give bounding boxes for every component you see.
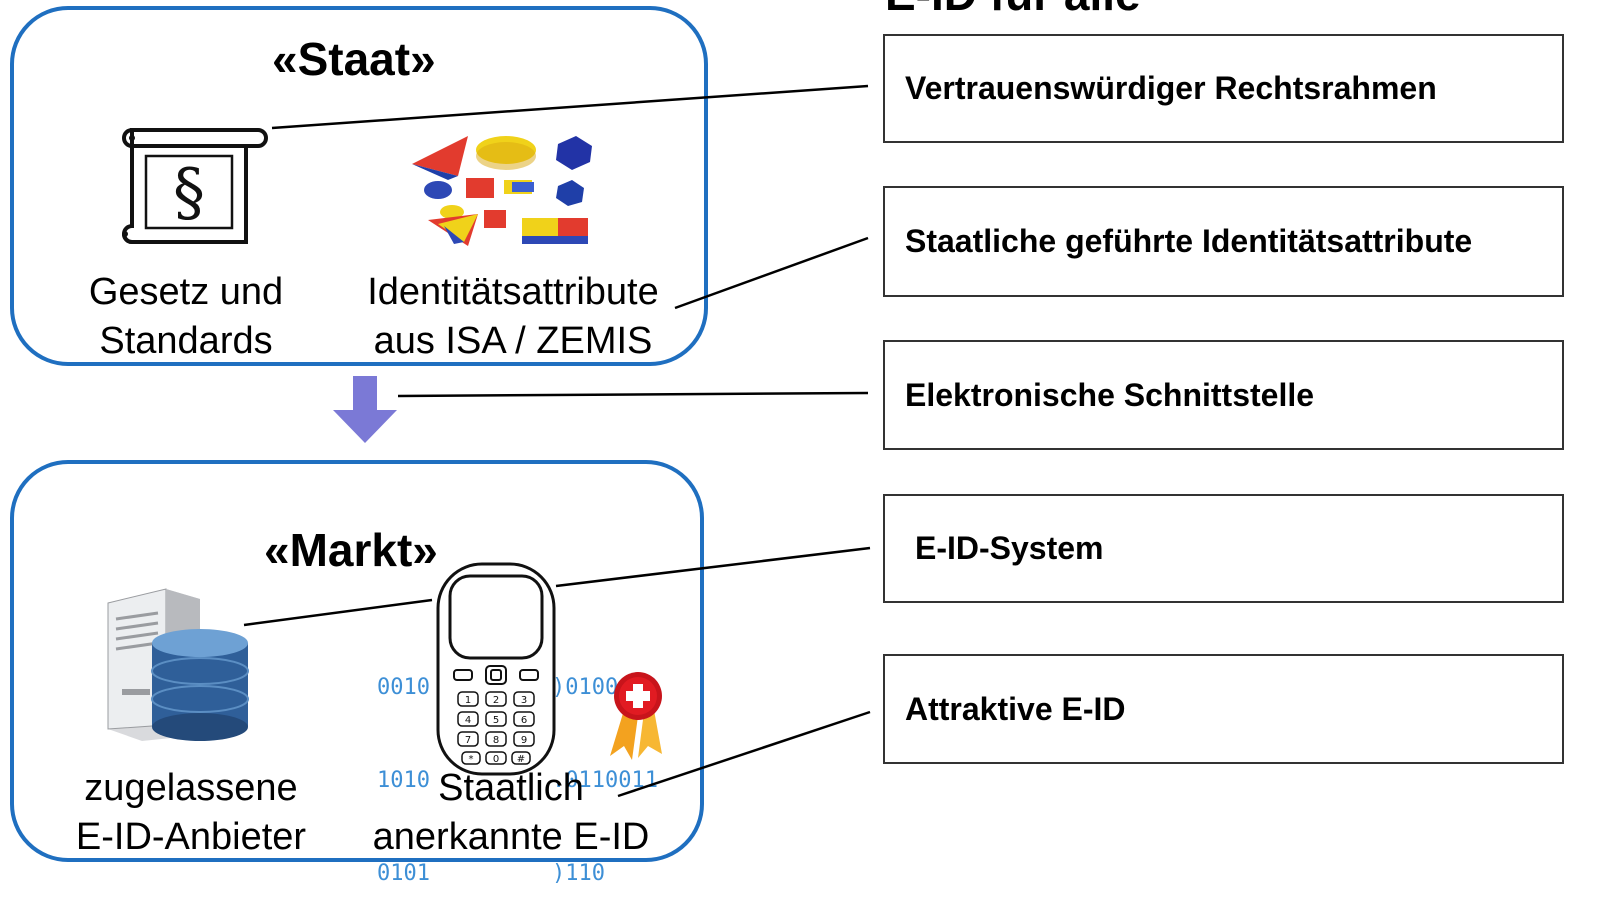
callout-legal-framework: Vertrauenswürdiger Rechtsrahmen xyxy=(883,34,1564,143)
markt-title: «Markt» xyxy=(264,524,438,576)
colored-shapes-icon xyxy=(412,136,592,246)
staat-title: «Staat» xyxy=(272,33,436,85)
svg-text:8: 8 xyxy=(493,735,499,746)
svg-text:6: 6 xyxy=(521,715,527,726)
swiss-seal-icon xyxy=(610,672,662,760)
law-label: Gesetz und Standards xyxy=(88,271,284,362)
connector-law xyxy=(271,84,869,130)
svg-text:1: 1 xyxy=(465,695,471,706)
connector-system-phone xyxy=(555,546,871,588)
connector-attributes xyxy=(674,236,869,310)
svg-text:4: 4 xyxy=(465,715,471,726)
svg-text:3: 3 xyxy=(521,695,527,706)
connector-system-server xyxy=(243,598,433,627)
svg-text:0: 0 xyxy=(493,754,499,765)
attributes-label: Identitätsattribute aus ISA / ZEMIS xyxy=(367,271,659,362)
server-database-icon xyxy=(107,588,249,741)
eid-label: Staatlich anerkannte E-ID xyxy=(372,767,650,858)
down-arrow-icon xyxy=(333,376,397,443)
svg-text:*: * xyxy=(469,754,474,765)
svg-text:2: 2 xyxy=(493,695,499,706)
staat-group xyxy=(10,6,708,366)
callout-eid-system: E-ID-System xyxy=(883,494,1564,603)
callout-identity-attributes: Staatliche geführte Identitätsattribute xyxy=(883,186,1564,297)
connector-interface xyxy=(397,391,869,398)
mobile-phone-icon: 1 2 3 4 5 6 7 8 9 * 0 # xyxy=(436,562,556,776)
svg-text:#: # xyxy=(517,754,525,765)
svg-text:5: 5 xyxy=(493,715,499,726)
connector-lines xyxy=(243,84,871,798)
header-fragment: E-ID für alle xyxy=(885,0,1141,21)
connector-eid xyxy=(617,710,871,798)
callout-electronic-interface: Elektronische Schnittstelle xyxy=(883,340,1564,450)
svg-text:7: 7 xyxy=(465,735,471,746)
svg-text:9: 9 xyxy=(521,735,527,746)
svg-text:§: § xyxy=(173,156,205,230)
binary-left: 0010 1010 0101 xyxy=(377,675,430,886)
callout-attractive-eid: Attraktive E-ID xyxy=(883,654,1564,764)
paragraph-scroll-icon: § xyxy=(122,128,268,244)
provider-label: zugelassene E-ID-Anbieter xyxy=(75,767,307,858)
